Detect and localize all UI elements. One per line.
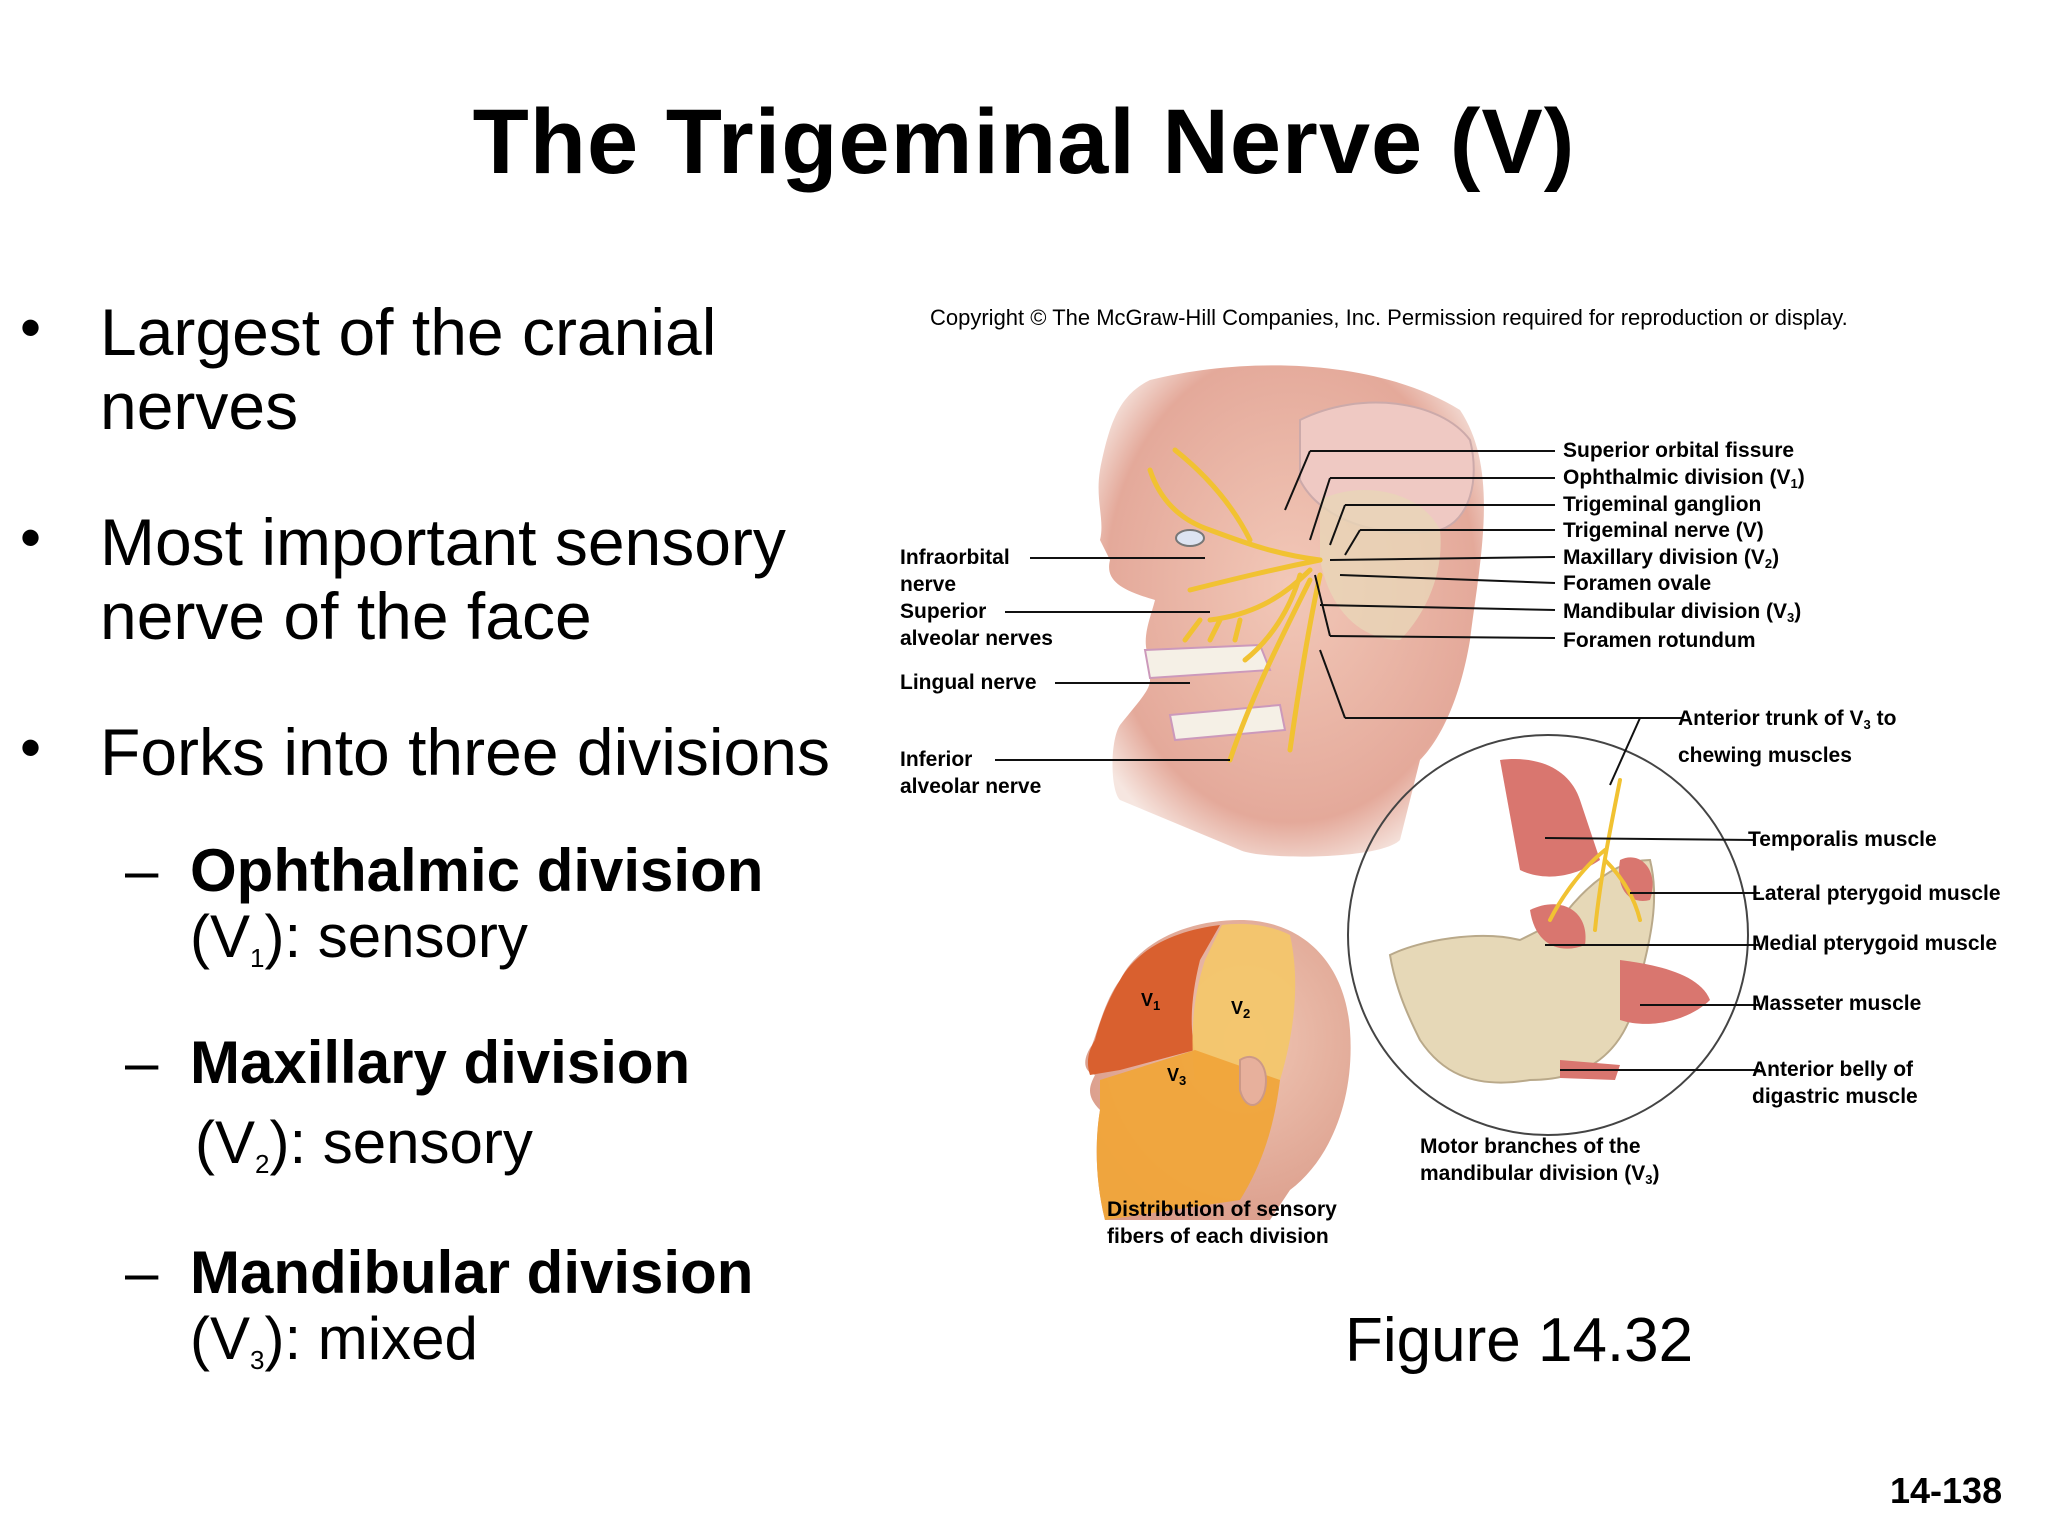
bullet-text: Largest of the cranial [100,295,717,369]
label-temporalis-muscle: Temporalis muscle [1748,828,1937,851]
medial-pterygoid-muscle [1530,904,1586,949]
label-foramen-ovale: Foramen ovale [1563,572,1712,595]
label-foramen-rotundum: Foramen rotundum [1563,629,1756,652]
dash-glyph: – [125,1029,159,1096]
zone-v1 [1087,925,1220,1075]
zone-v3 [1096,1050,1280,1220]
division-detail: (V1): sensory [190,903,528,974]
division-detail: (V3): mixed [190,1305,478,1376]
label-masseter-muscle: Masseter muscle [1752,992,1922,1015]
inset-circle [1347,734,1749,1136]
label-mandibular-division: Mandibular division (V3) [1563,600,1802,625]
bullet-text: Most important sensory [100,505,786,579]
division-name: Ophthalmic division [190,837,764,904]
label-lingual-nerve: Lingual nerve [900,671,1037,694]
label-ophthalmic-division: Ophthalmic division (V1) [1563,466,1805,491]
bullet-dot: • [20,294,42,361]
copyright-notice: Copyright © The McGraw-Hill Companies, I… [930,305,1848,330]
slide-title: The Trigeminal Nerve (V) [472,91,1576,193]
bullet-text: nerves [100,369,299,443]
label-trigeminal-nerve: Trigeminal nerve (V) [1563,519,1764,542]
label-medial-pterygoid-muscle: Medial pterygoid muscle [1752,932,1998,955]
dash-glyph: – [125,1239,159,1306]
motor-nerve-branches [1548,778,1642,932]
label-maxillary-division: Maxillary division (V2) [1563,546,1780,571]
division-name: Maxillary division [190,1029,691,1096]
bullet-text: Forks into three divisions [100,715,830,789]
leader-lines [995,450,1760,1071]
skull-bone [1320,490,1441,640]
label-zone-v3: V3 [1167,1065,1187,1088]
upper-teeth [1143,643,1272,680]
bullet-dot: • [20,504,42,571]
nerve-branches [1147,447,1323,763]
temporalis-muscle [1500,759,1600,877]
label-lateral-pterygoid-muscle: Lateral pterygoid muscle [1752,882,2001,905]
lower-teeth [1168,703,1287,742]
figure-caption: Figure 14.32 [1345,1306,1694,1375]
zone-v2 [1192,923,1296,1080]
division-name: Mandibular division [190,1239,754,1306]
eye [1175,529,1205,547]
page-number: 14-138 [1890,1470,2003,1511]
division-detail: (V2): sensory [195,1109,533,1180]
ear [1239,1055,1267,1106]
label-trigeminal-ganglion: Trigeminal ganglion [1563,493,1762,516]
bullet-dot: • [20,714,42,781]
bullet-text: nerve of the face [100,579,592,653]
jaw-bone [1388,858,1656,1084]
dash-glyph: – [125,837,159,904]
label-zone-v1: V1 [1141,990,1161,1013]
masseter-muscle [1620,960,1710,1024]
label-zone-v2: V2 [1231,998,1251,1021]
label-superior-orbital-fissure: Superior orbital fissure [1563,439,1795,462]
